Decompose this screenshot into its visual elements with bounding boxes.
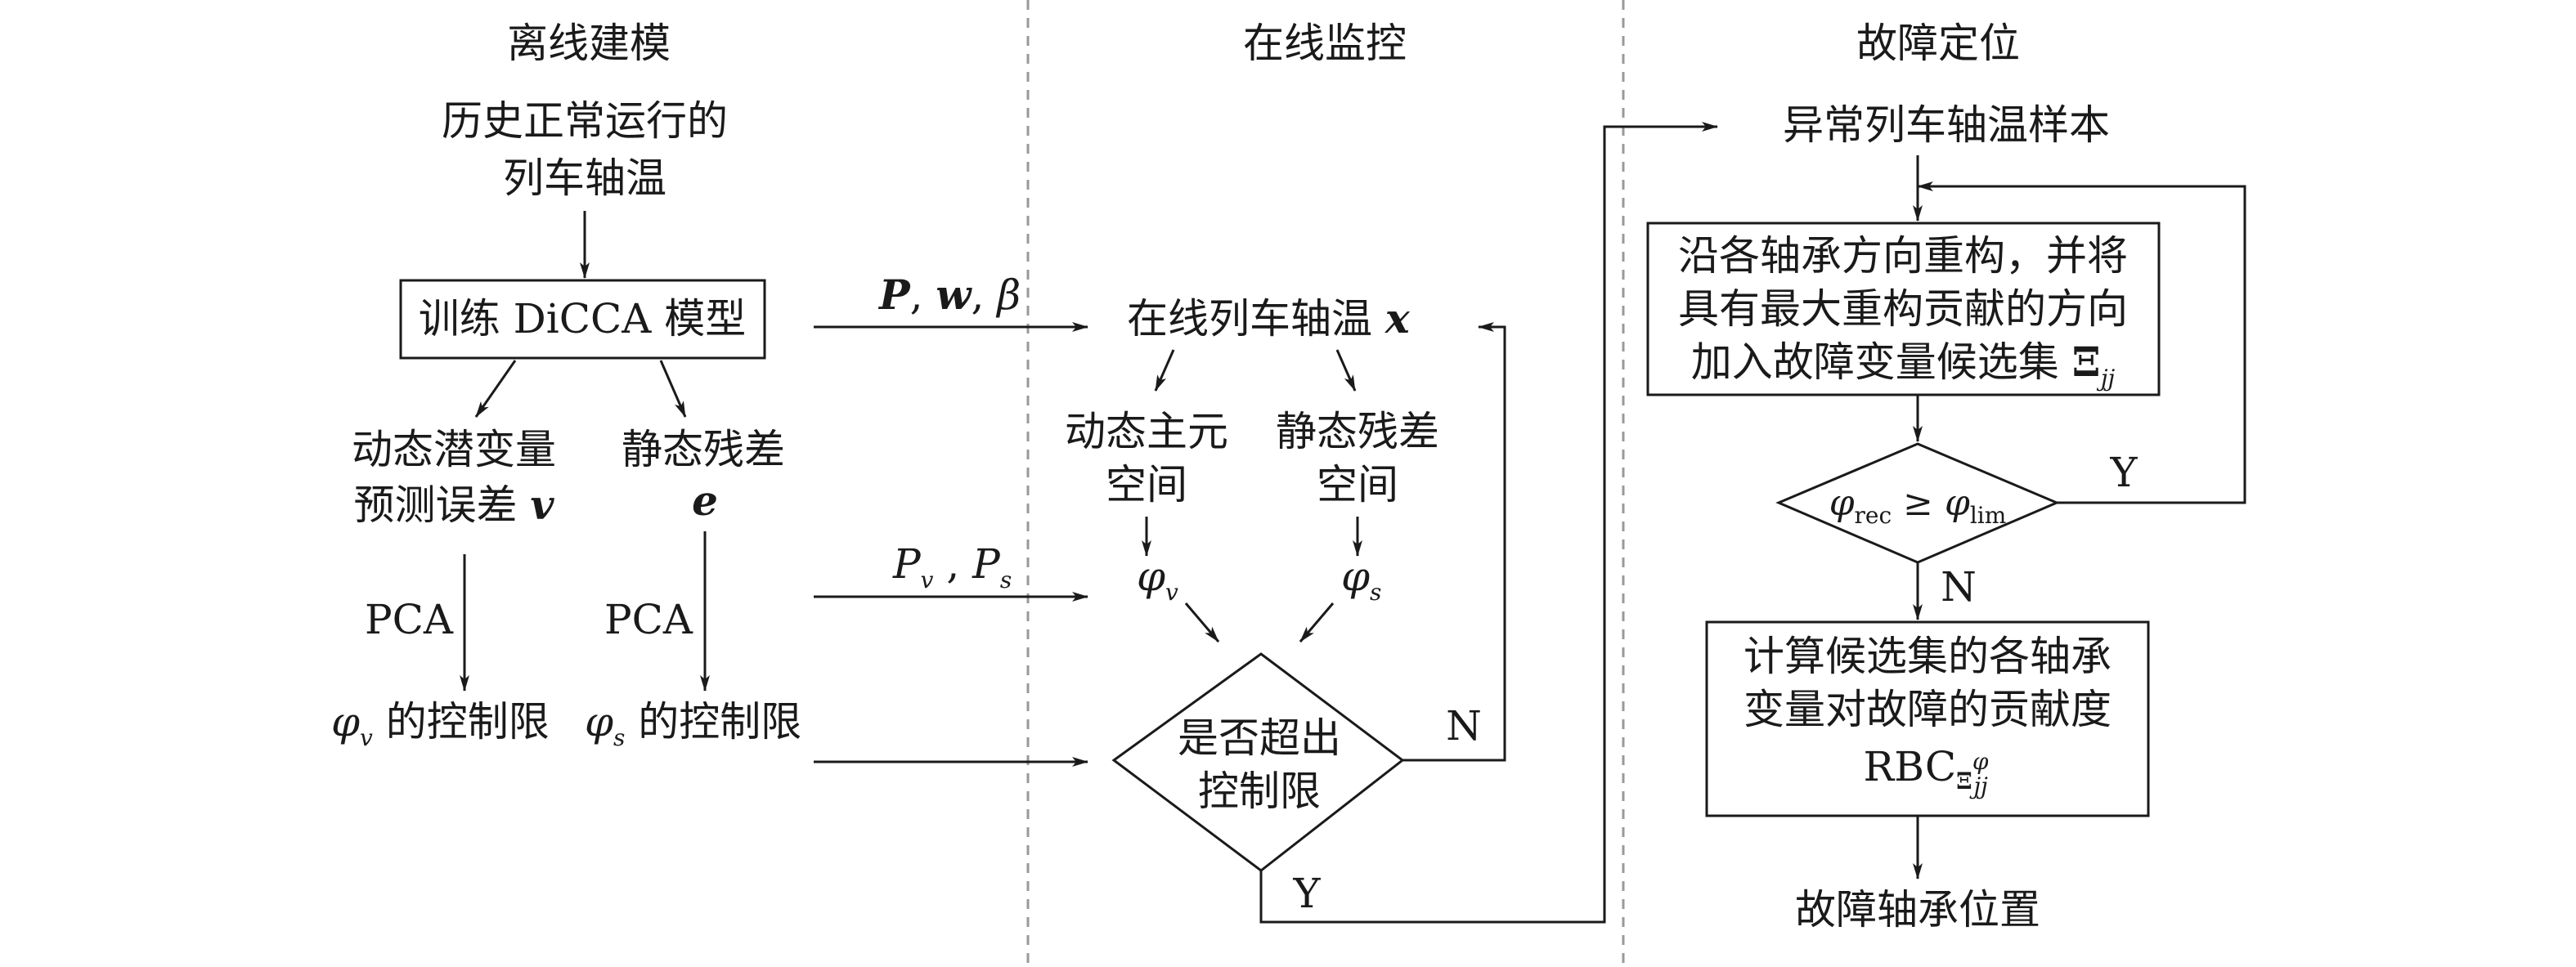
condition-no-label: N [1941,563,1977,611]
dynamic-pc-space-line1: 动态主元 [1065,408,1228,455]
arrow-decision-no-loop [1402,322,1506,762]
static-space-line1: 静态残差 [1276,408,1439,455]
projection-label: Pv , Ps [892,540,1012,593]
limit-phi-s: φs 的控制限 [585,698,801,751]
pca-label-right: PCA [604,596,693,643]
section-title-online: 在线监控 [1243,20,1407,67]
dynamic-latent-line2: 预测误差 v [354,481,555,529]
static-space-line2: 空间 [1317,461,1398,508]
arrow-phi-v-to-decision [1184,602,1220,642]
condition-yes-label: Y [2109,449,2138,496]
decision-yes-label: Y [1292,870,1321,917]
pca-label-left: PCA [365,596,454,643]
dynamic-pc-space-line2: 空间 [1106,461,1187,508]
fault-location-result: 故障轴承位置 [1795,886,2040,933]
online-input-node: 在线列车轴温 x [1127,294,1411,342]
section-title-offline: 离线建模 [507,20,671,67]
decision-line1: 是否超出 [1178,714,1341,762]
historical-data-node: 历史正常运行的 列车轴温 [442,97,728,202]
dynamic-latent-line1: 动态潜变量 [352,426,556,473]
decision-line2: 控制限 [1198,768,1321,815]
limit-decision-diamond [1111,652,1405,872]
condition-label: φrec ≥ φlim [1829,482,2007,529]
rbc-line2: 变量对故障的贡献度 [1744,686,2112,733]
train-model-box [399,279,766,360]
arrow-phi-s-to-decision [1299,602,1335,642]
static-residual-label: 静态残差 [622,426,785,473]
rbc-box [1705,620,2150,817]
dynamic-pc-space-node: 动态主元 空间 [1065,408,1228,508]
arrow-condition-yes-loop [1917,181,2246,504]
static-residual-node: 静态残差 e [622,426,785,525]
arrow-train-to-dynamic [474,360,517,418]
reconstruct-box [1646,222,2161,396]
reconstruct-line2: 具有最大重构贡献的方向 [1678,285,2128,333]
section-title-localization: 故障定位 [1856,20,2020,67]
dynamic-latent-error-node: 动态潜变量 预测误差 v [352,426,556,529]
decision-no-label: N [1446,702,1482,750]
arrow-input-to-dynamic [1154,349,1175,392]
abnormal-sample-node: 异常列车轴温样本 [1783,101,2110,149]
historical-data-line1: 历史正常运行的 [442,97,728,145]
rbc-line1: 计算候选集的各轴承 [1744,633,2112,680]
static-residual-space-node: 静态残差 空间 [1276,408,1439,508]
arrow-decision-yes [1259,122,1718,924]
reconstruct-line3: 加入故障变量候选集 Ξjj [1691,338,2116,392]
arrow-input-to-static [1335,349,1357,392]
historical-data-line2: 列车轴温 [503,154,666,202]
limit-phi-v: φv 的控制限 [331,698,550,751]
reconstruct-line1: 沿各轴承方向重构，并将 [1678,232,2128,280]
arrow-train-to-static [659,360,687,418]
params-label: P, w, β [877,271,1021,319]
stat-phi-s: φs [1341,553,1381,606]
static-residual-var: e [692,477,718,525]
stat-phi-v: φv [1137,553,1178,606]
train-model-label: 训练 DiCCA 模型 [419,295,747,342]
